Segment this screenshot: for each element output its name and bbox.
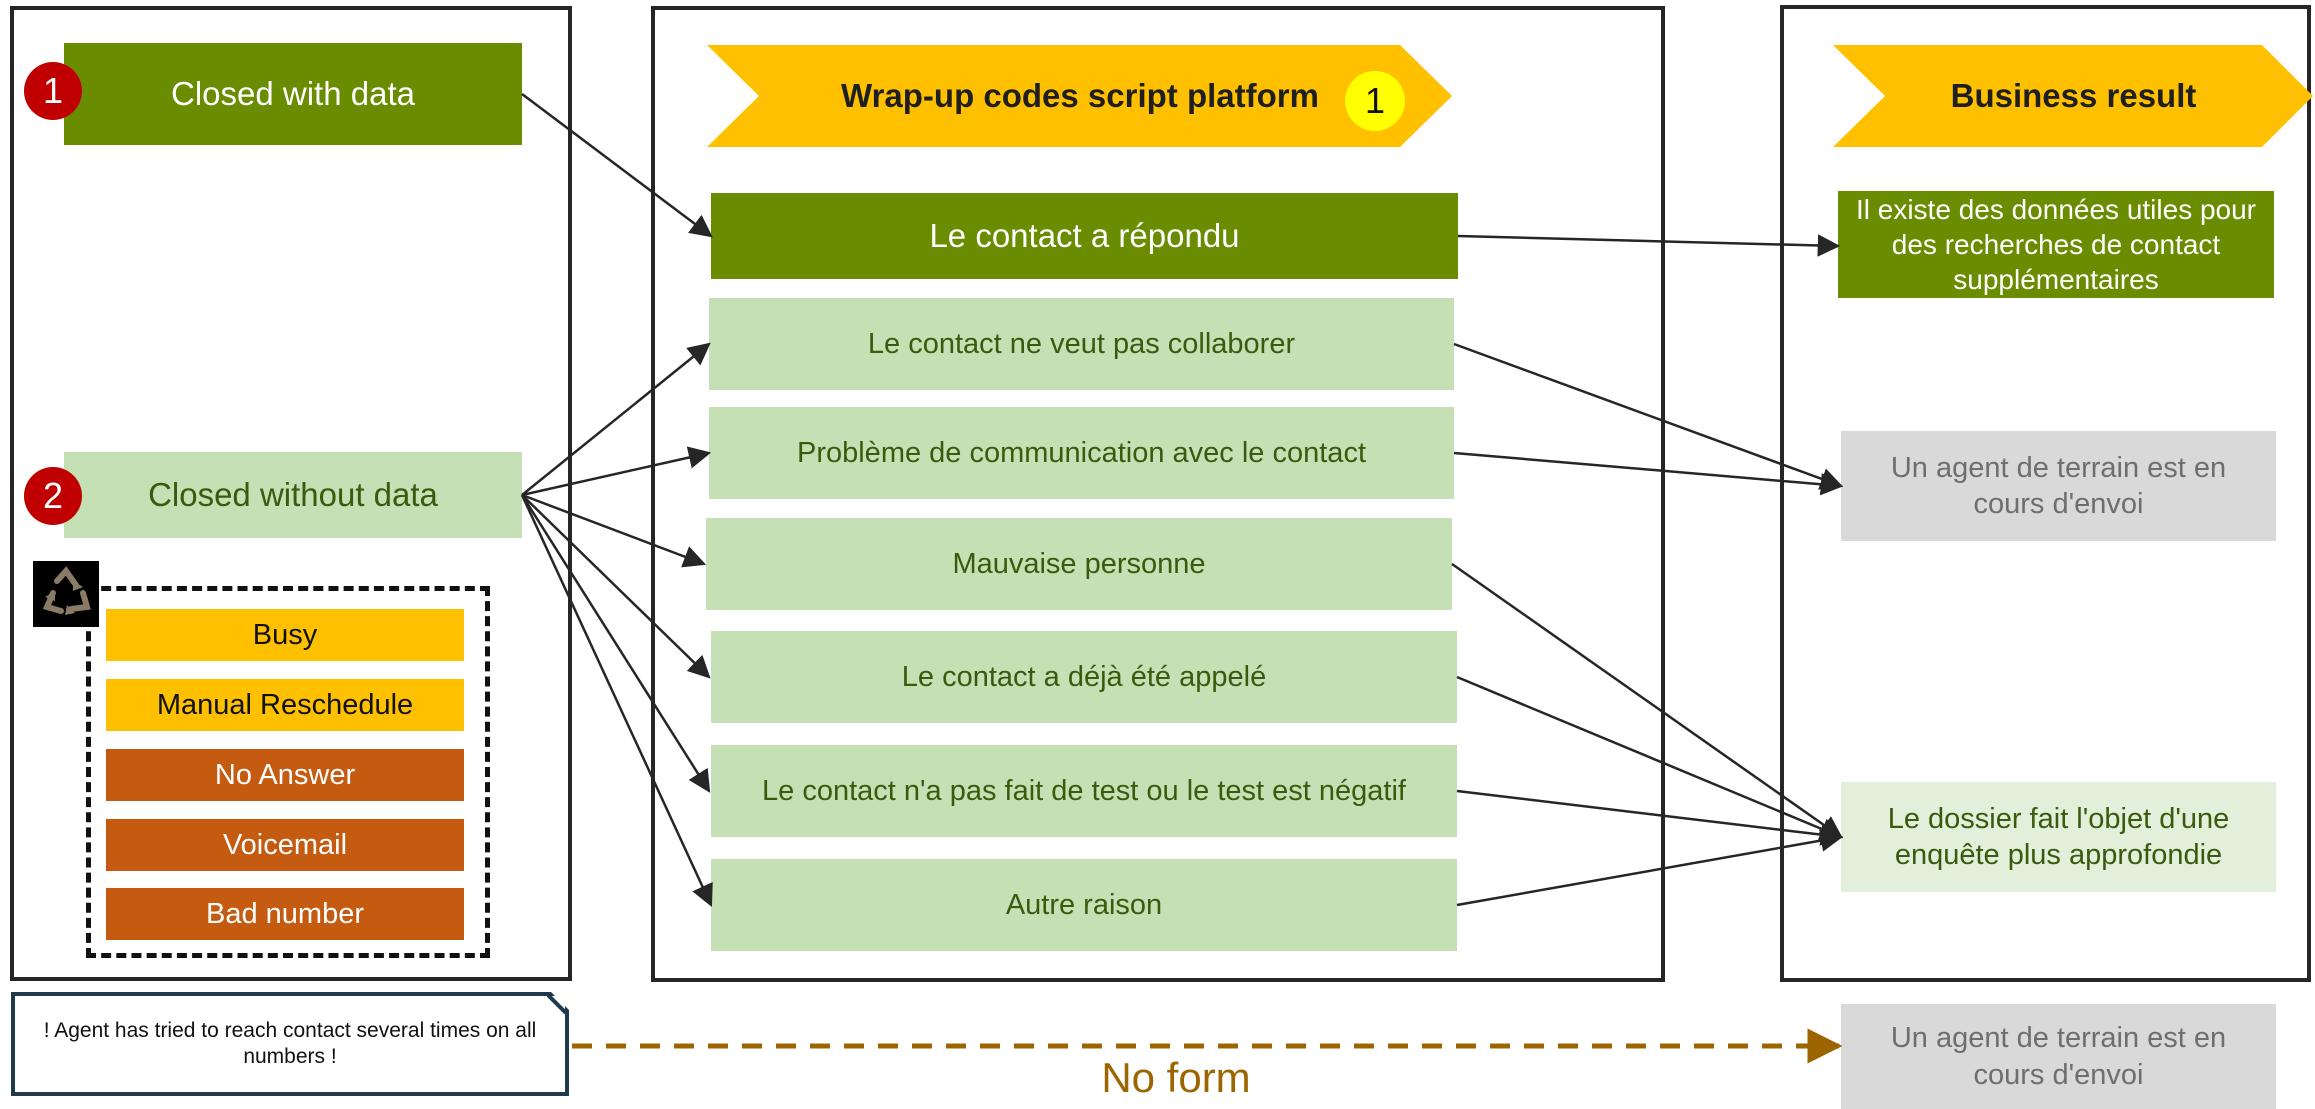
- wrapup-item-other-reason: Autre raison: [711, 859, 1457, 951]
- arrow-without-data-to-refuses: [521, 342, 711, 496]
- footer-note: ! Agent has tried to reach contact sever…: [11, 992, 569, 1096]
- retry-code-busy: Busy: [106, 609, 464, 661]
- business-title: Business result: [1950, 77, 2197, 114]
- wrapup-title: Wrap-up codes script platform: [841, 77, 1319, 114]
- retry-codes-group: [86, 586, 490, 958]
- retry-code-bad-number: Bad number: [106, 888, 464, 940]
- arrow-refuses-to-field-agent: [1453, 342, 1844, 490]
- arrow-answered-to-useful-data: [1457, 234, 1841, 257]
- wrapup-item-communication-problem: Problème de communication avec le contac…: [709, 407, 1454, 499]
- arrow-without-data-to-communication: [521, 446, 712, 497]
- arrow-communication-to-field-agent: [1453, 451, 1844, 496]
- wrapup-item-already-called: Le contact a déjà été appelé: [711, 631, 1457, 723]
- no-form-label: No form: [1101, 1054, 1251, 1101]
- wrapup-item-no-test: Le contact n'a pas fait de test ou le te…: [711, 745, 1457, 837]
- arrow-already-called-to-investigation: [1456, 675, 1844, 840]
- wrapup-item-refuses: Le contact ne veut pas collaborer: [709, 298, 1454, 390]
- arrow-no-test-to-investigation: [1456, 789, 1844, 846]
- arrow-without-data-to-wrong-person: [521, 493, 707, 568]
- closed-without-data-box: Closed without data: [64, 452, 522, 538]
- arrow-without-data-to-already-called: [521, 494, 711, 679]
- retry-code-manual-reschedule: Manual Reschedule: [106, 679, 464, 731]
- business-chevron: [1833, 45, 2313, 147]
- wrapup-badge: 1: [1345, 71, 1405, 131]
- retry-code-voicemail: Voicemail: [106, 819, 464, 871]
- wrapup-chevron: [707, 45, 1452, 147]
- arrow-without-data-to-no-test: [520, 494, 711, 793]
- closed-with-data-box: Closed with data: [64, 43, 522, 145]
- closed-with-data-badge: 1: [24, 62, 82, 120]
- closed-without-data-badge: 2: [24, 467, 82, 525]
- recycle-icon: [33, 561, 99, 627]
- retry-code-no-answer: No Answer: [106, 749, 464, 801]
- wrapup-item-answered: Le contact a répondu: [711, 193, 1458, 279]
- result-further-investigation: Le dossier fait l'objet d'une enquête pl…: [1841, 782, 2276, 892]
- result-useful-data: Il existe des données utiles pour des re…: [1838, 191, 2274, 298]
- arrow-other-to-investigation: [1456, 829, 1844, 907]
- arrow-closed-with-data-to-answered: [521, 93, 713, 238]
- arrow-wrong-person-to-investigation: [1451, 562, 1843, 839]
- footer-result-field-agent: Un agent de terrain est en cours d'envoi: [1841, 1004, 2276, 1109]
- footer-note-corner: [545, 992, 569, 1016]
- result-field-agent: Un agent de terrain est en cours d'envoi: [1841, 431, 2276, 541]
- arrow-without-data-to-other: [520, 494, 713, 908]
- wrapup-item-wrong-person: Mauvaise personne: [706, 518, 1452, 610]
